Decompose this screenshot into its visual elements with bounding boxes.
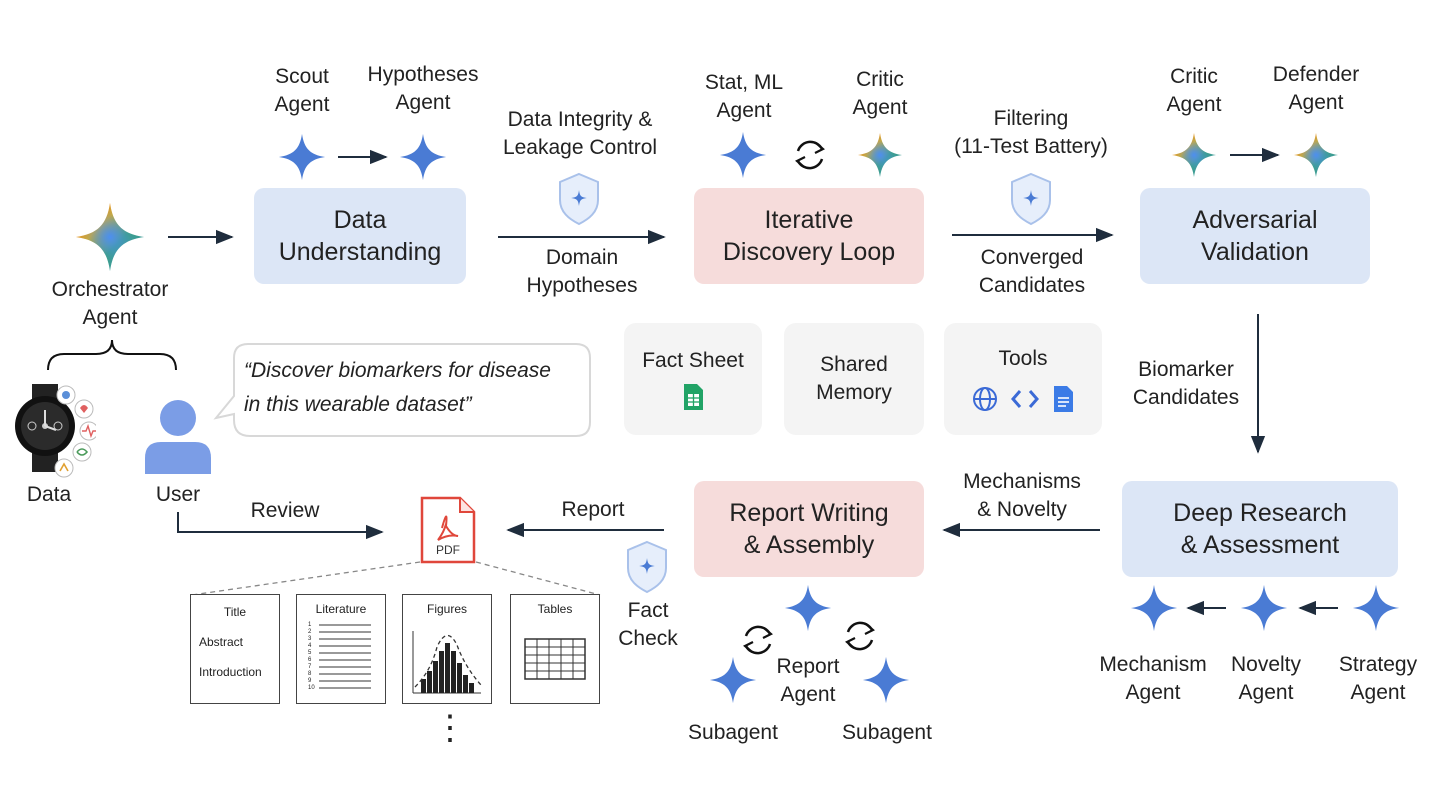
user-icon: [145, 400, 211, 474]
strategy-agent-label: Strategy Agent: [1338, 653, 1418, 704]
cycle-icon: [845, 621, 875, 651]
filtering-label: Filtering (11-Test Battery): [954, 107, 1108, 158]
fact-sheet-card: Fact Sheet: [624, 323, 762, 435]
tables-doc: Tables: [510, 594, 600, 704]
report-agent-label: Report Agent: [776, 655, 840, 706]
literature-entry-number: 2: [308, 629, 312, 635]
literature-entry-number: 8: [308, 671, 312, 677]
more-docs-ellipsis: ⋮: [433, 709, 467, 747]
report-edge-label: Report: [561, 498, 625, 521]
novelty-agent-label: Novelty Agent: [1230, 653, 1302, 704]
stage-label: Deep Research & Assessment: [1173, 499, 1347, 559]
scout-star-icon: [278, 133, 326, 181]
literature-entry-number: 3: [308, 636, 312, 642]
doc-abstract-line: Abstract: [199, 635, 244, 649]
figures-title: Figures: [426, 602, 467, 616]
shared-memory-label: Shared Memory: [816, 353, 892, 404]
literature-list-graphic: [319, 624, 371, 689]
novelty-star-icon: [1240, 584, 1288, 632]
orchestrator-star-icon: [75, 202, 145, 272]
stat-ml-agent-label: Stat, ML Agent: [704, 71, 784, 122]
stage-discovery-loop: Iterative Discovery Loop: [694, 188, 924, 284]
table-grid-graphic: [524, 638, 586, 680]
critic-agent-label: Critic Agent: [852, 68, 908, 119]
cycle-icon: [743, 625, 773, 655]
stage-label: Data Understanding: [278, 206, 442, 266]
stat-ml-star-icon: [719, 131, 767, 179]
pdf-icon: [420, 496, 476, 564]
shield-icon: [1011, 172, 1051, 226]
subagent-right-label: Subagent: [842, 721, 932, 744]
stage-deep-research: Deep Research & Assessment: [1122, 481, 1398, 577]
tables-title: Tables: [537, 602, 573, 616]
subagent-left-label: Subagent: [688, 721, 778, 744]
figures-doc: Figures: [402, 594, 492, 704]
shared-memory-card: Shared Memory: [784, 323, 924, 435]
spreadsheet-icon: [684, 384, 703, 410]
stage-report-writing: Report Writing & Assembly: [694, 481, 924, 577]
tools-card: Tools: [944, 323, 1102, 435]
brace: [47, 339, 177, 371]
literature-entry-number: 5: [308, 650, 312, 656]
mechanisms-novelty-label: Mechanisms & Novelty: [963, 470, 1081, 521]
literature-title: Literature: [315, 602, 367, 616]
review-edge-label: Review: [250, 499, 320, 522]
subagent-left-star-icon: [709, 656, 757, 704]
arrow-user-review-to-pdf: [177, 512, 384, 540]
critic-star-icon: [858, 133, 902, 177]
integrity-label: Data Integrity & Leakage Control: [502, 108, 658, 159]
stage-label: Iterative Discovery Loop: [722, 206, 896, 266]
literature-entry-number: 1: [308, 622, 312, 628]
stage-label: Report Writing & Assembly: [729, 499, 889, 559]
literature-entry-number: 9: [308, 678, 312, 684]
fact-sheet-label: Fact Sheet: [642, 349, 744, 372]
critic-star-icon: [1172, 133, 1216, 177]
fact-check-label: Fact Check: [618, 599, 678, 650]
pdf-label: PDF: [436, 543, 460, 557]
hypotheses-agent-label: Hypotheses Agent: [367, 63, 479, 114]
stage-adversarial-validation: Adversarial Validation: [1140, 188, 1370, 284]
shield-icon: [627, 540, 667, 594]
defender-agent-label: Defender Agent: [1272, 63, 1360, 114]
histogram-graphic: [412, 631, 482, 694]
defender-star-icon: [1294, 133, 1338, 177]
mechanism-agent-label: Mechanism Agent: [1099, 653, 1207, 704]
critic-agent-label: Critic Agent: [1166, 65, 1222, 116]
scout-agent-label: Scout Agent: [274, 65, 330, 116]
title-page-doc: Title Abstract Introduction: [190, 594, 280, 704]
data-label: Data: [26, 483, 72, 506]
literature-entry-number: 7: [308, 664, 312, 670]
strategy-star-icon: [1352, 584, 1400, 632]
dashed-line-right: [475, 561, 601, 596]
literature-entry-number: 6: [308, 657, 312, 663]
literature-entry-number: 10: [308, 685, 315, 691]
biomarker-candidates-label: Biomarker Candidates: [1132, 358, 1240, 409]
domain-hypotheses-label: Domain Hypotheses: [526, 246, 638, 297]
speech-bubble: [213, 343, 591, 437]
stage-data-understanding: Data Understanding: [254, 188, 466, 284]
document-icon: [1054, 386, 1073, 412]
globe-icon: [973, 387, 997, 411]
mechanism-star-icon: [1130, 584, 1178, 632]
cycle-icon: [795, 140, 825, 170]
shield-icon: [559, 172, 599, 226]
orchestrator-agent-label: Orchestrator Agent: [51, 278, 169, 329]
dashed-line-left: [191, 561, 421, 596]
report-agent-star-icon: [784, 584, 832, 632]
stage-label: Adversarial Validation: [1192, 206, 1318, 266]
converged-candidates-label: Converged Candidates: [978, 246, 1086, 297]
hypotheses-star-icon: [399, 133, 447, 181]
code-icon: [1011, 390, 1039, 408]
doc-title-line: Title: [223, 605, 247, 619]
doc-intro-line: Introduction: [199, 665, 262, 679]
subagent-right-star-icon: [862, 656, 910, 704]
smartwatch-icon: [15, 384, 96, 478]
user-prompt: “Discover biomarkers for disease in this…: [244, 359, 551, 416]
tools-label: Tools: [998, 347, 1048, 370]
literature-entry-number: 4: [308, 643, 312, 649]
user-label: User: [155, 483, 201, 506]
